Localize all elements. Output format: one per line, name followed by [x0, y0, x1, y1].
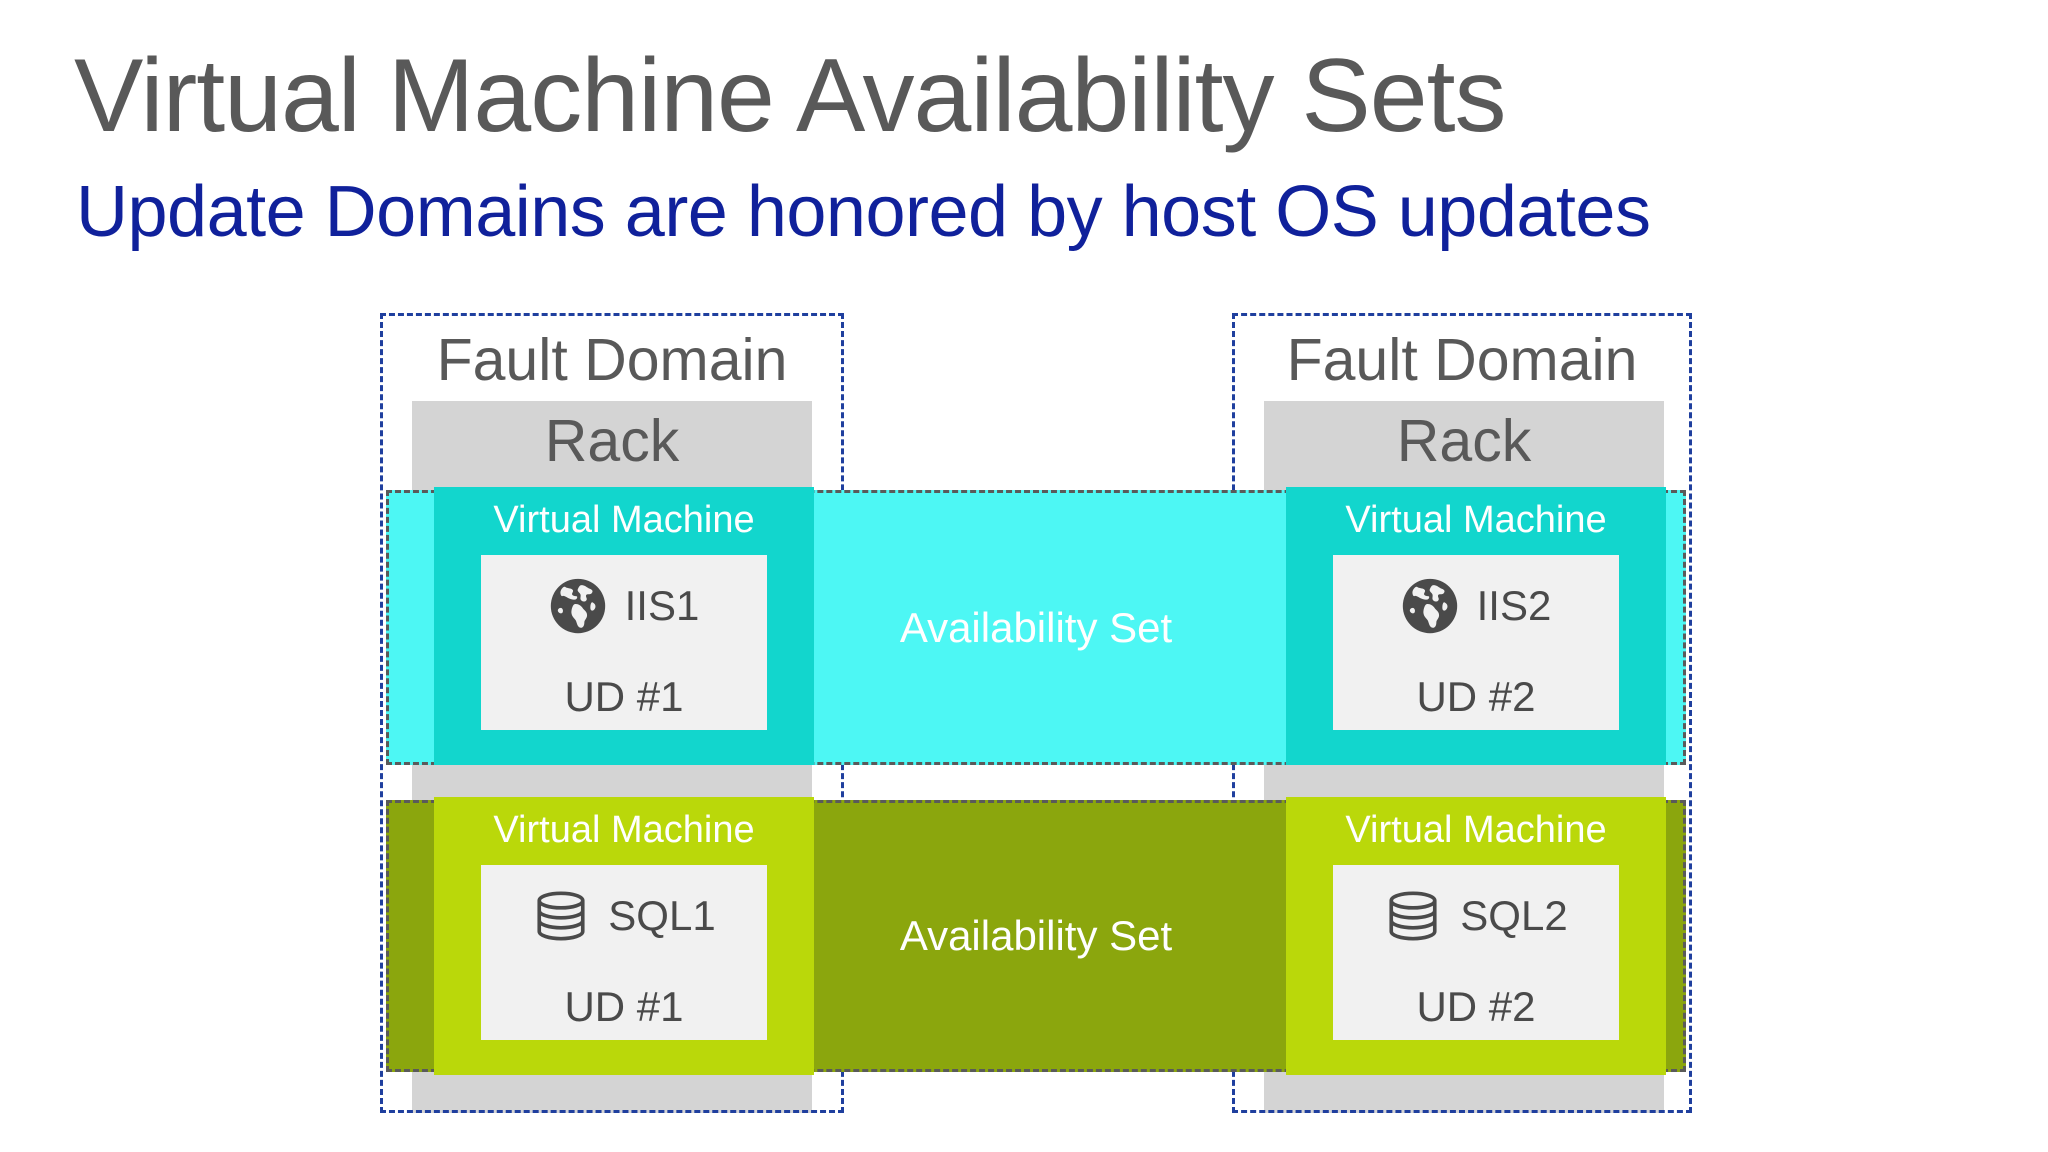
database-icon: [532, 887, 590, 945]
vm-card-title: Virtual Machine: [1345, 499, 1607, 541]
vm-identity-row: SQL1: [532, 881, 716, 951]
vm-card-body: SQL1 UD #1: [481, 865, 767, 1040]
vm-card-iis1[interactable]: Virtual Machine IIS1: [434, 487, 814, 765]
rack-label-left: Rack: [544, 408, 680, 474]
vm-card-title: Virtual Machine: [493, 809, 755, 851]
vm-update-domain: UD #2: [1416, 983, 1536, 1030]
vm-identity-row: SQL2: [1384, 881, 1568, 951]
vm-identity-row: IIS1: [549, 571, 700, 641]
vm-card-title: Virtual Machine: [1345, 809, 1607, 851]
vm-name: IIS2: [1476, 582, 1552, 629]
vm-update-domain: UD #1: [564, 673, 684, 720]
database-icon: [1384, 887, 1442, 945]
page-title: Virtual Machine Availability Sets: [74, 38, 1506, 154]
page-subtitle: Update Domains are honored by host OS up…: [76, 172, 1651, 252]
vm-card-sql2[interactable]: Virtual Machine SQL2: [1286, 797, 1666, 1075]
vm-update-domain: UD #2: [1416, 673, 1536, 720]
vm-update-domain: UD #1: [564, 983, 684, 1030]
fault-domain-label-right: Fault Domain: [1286, 327, 1638, 393]
vm-name: SQL2: [1460, 892, 1568, 939]
vm-card-title: Virtual Machine: [493, 499, 755, 541]
globe-icon: [1401, 577, 1459, 635]
vm-card-body: IIS2 UD #2: [1333, 555, 1619, 730]
vm-card-body: IIS1 UD #1: [481, 555, 767, 730]
globe-icon: [549, 577, 607, 635]
rack-label-right: Rack: [1396, 408, 1532, 474]
vm-identity-row: IIS2: [1401, 571, 1552, 641]
vm-name: IIS1: [624, 582, 700, 629]
vm-card-iis2[interactable]: Virtual Machine IIS2: [1286, 487, 1666, 765]
vm-card-sql1[interactable]: Virtual Machine SQL1: [434, 797, 814, 1075]
vm-name: SQL1: [608, 892, 716, 939]
availability-set-label-sql: Availability Set: [899, 912, 1173, 959]
availability-set-label-iis: Availability Set: [899, 603, 1173, 651]
fault-domain-label-left: Fault Domain: [436, 327, 788, 393]
vm-card-body: SQL2 UD #2: [1333, 865, 1619, 1040]
